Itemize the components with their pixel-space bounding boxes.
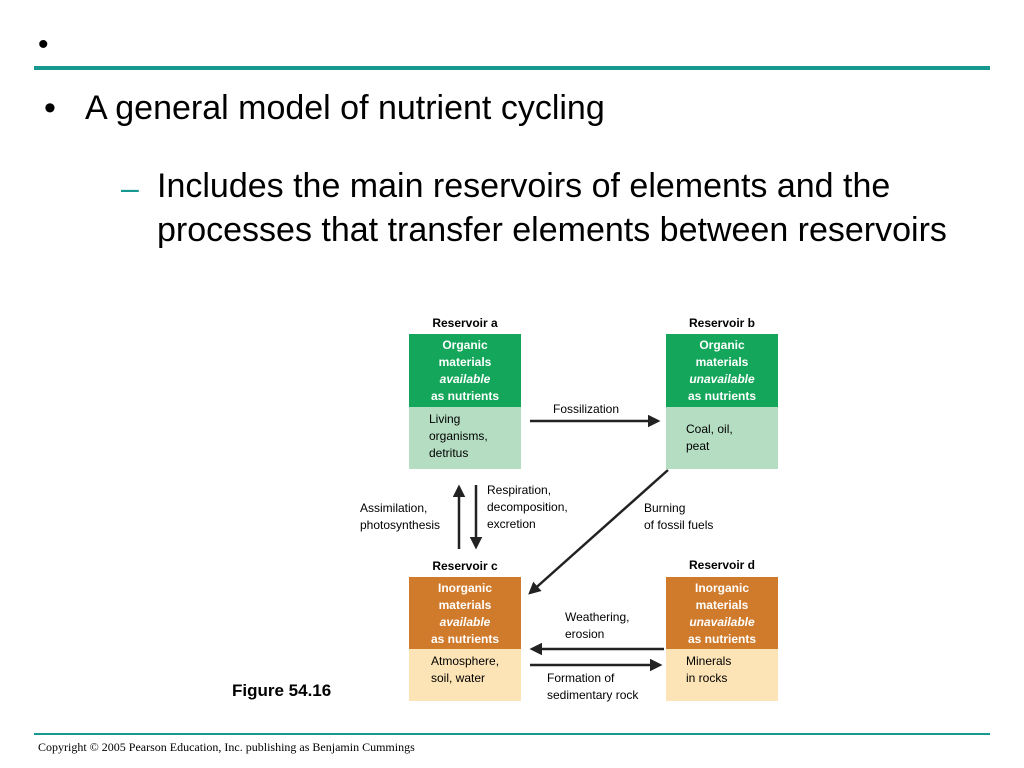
reservoir-c-examples: Atmosphere, soil, water bbox=[409, 649, 521, 701]
reservoir-d-line4: as nutrients bbox=[687, 632, 756, 646]
label-formation-line: sedimentary rock bbox=[547, 688, 639, 702]
copyright-notice: Copyright © 2005 Pearson Education, Inc.… bbox=[38, 740, 415, 754]
sub-bullet-marker: – bbox=[121, 170, 139, 206]
reservoir-a-examples: Living organisms, detritus bbox=[409, 407, 521, 469]
reservoir-a-example: detritus bbox=[429, 446, 469, 460]
reservoir-c-example: Atmosphere, bbox=[431, 654, 500, 668]
reservoir-c-box: Inorganic materials available as nutrien… bbox=[409, 577, 521, 701]
reservoir-b-example: peat bbox=[686, 439, 710, 453]
arrow-burning bbox=[528, 469, 669, 595]
label-assimilation-line: Assimilation, bbox=[360, 501, 428, 515]
reservoir-c-line4: as nutrients bbox=[430, 632, 499, 646]
reservoir-b-line3: unavailable bbox=[689, 372, 755, 386]
reservoir-a-line3: available bbox=[439, 372, 491, 386]
label-burning: Burning of fossil fuels bbox=[644, 500, 713, 534]
reservoir-c-title: Reservoir c bbox=[432, 559, 498, 573]
reservoir-d-box: Inorganic materials unavailable as nutri… bbox=[666, 577, 778, 701]
reservoir-c-line1: Inorganic bbox=[437, 581, 492, 595]
label-assimilation: Assimilation, photosynthesis bbox=[360, 500, 440, 534]
top-bullet: • bbox=[38, 28, 49, 61]
reservoir-a-line1: Organic bbox=[442, 338, 488, 352]
sub-bullet-text: Includes the main reservoirs of elements… bbox=[157, 167, 947, 249]
reservoir-b-examples: Coal, oil, peat bbox=[666, 407, 778, 469]
label-burning-line: Burning bbox=[644, 501, 686, 515]
label-weathering-line: Weathering, bbox=[565, 610, 630, 624]
label-assimilation-line: photosynthesis bbox=[360, 518, 441, 532]
label-burning-line: of fossil fuels bbox=[644, 518, 714, 532]
label-formation-line: Formation of bbox=[547, 671, 615, 685]
label-respiration-line: Respiration, bbox=[487, 483, 552, 497]
top-divider bbox=[34, 66, 990, 70]
reservoir-d-example: in rocks bbox=[686, 671, 728, 685]
reservoir-c-header: Inorganic materials available as nutrien… bbox=[409, 577, 521, 649]
reservoir-d-title: Reservoir d bbox=[688, 558, 756, 572]
reservoir-b-line1: Organic bbox=[699, 338, 745, 352]
reservoir-b-box: Organic materials unavailable as nutrien… bbox=[666, 334, 778, 469]
reservoir-c-line2: materials bbox=[438, 598, 492, 612]
reservoir-c-example: soil, water bbox=[431, 671, 486, 685]
label-respiration: Respiration, decomposition, excretion bbox=[487, 482, 568, 533]
reservoir-d-header: Inorganic materials unavailable as nutri… bbox=[666, 577, 778, 649]
main-bullet-text: A general model of nutrient cycling bbox=[85, 89, 605, 127]
reservoir-a-box: Organic materials available as nutrients… bbox=[409, 334, 521, 469]
reservoir-b-line2: materials bbox=[695, 355, 749, 369]
reservoir-c-line3: available bbox=[439, 615, 491, 629]
reservoir-d-examples: Minerals in rocks bbox=[666, 649, 778, 701]
bottom-divider bbox=[34, 733, 990, 735]
reservoir-b-example: Coal, oil, bbox=[686, 422, 733, 436]
label-weathering-line: erosion bbox=[565, 627, 605, 641]
bullet-marker: • bbox=[44, 89, 56, 127]
reservoir-d-line2: materials bbox=[695, 598, 749, 612]
reservoir-b-title: Reservoir b bbox=[688, 316, 756, 330]
label-formation: Formation of sedimentary rock bbox=[547, 670, 638, 704]
reservoir-a-title: Reservoir a bbox=[432, 316, 498, 330]
label-fossilization-line: Fossilization bbox=[553, 402, 620, 416]
reservoir-d-line3: unavailable bbox=[689, 615, 755, 629]
label-weathering: Weathering, erosion bbox=[565, 609, 629, 643]
reservoir-d-line1: Inorganic bbox=[694, 581, 749, 595]
label-respiration-line: decomposition, bbox=[487, 500, 568, 514]
reservoir-a-example: organisms, bbox=[429, 429, 488, 443]
label-respiration-line: excretion bbox=[487, 517, 536, 531]
reservoir-a-header: Organic materials available as nutrients bbox=[409, 334, 521, 407]
reservoir-a-line4: as nutrients bbox=[430, 389, 499, 403]
label-fossilization: Fossilization bbox=[553, 401, 619, 418]
reservoir-a-example: Living bbox=[429, 412, 461, 426]
reservoir-b-line4: as nutrients bbox=[687, 389, 756, 403]
reservoir-d-example: Minerals bbox=[686, 654, 732, 668]
reservoir-b-header: Organic materials unavailable as nutrien… bbox=[666, 334, 778, 407]
figure-label: Figure 54.16 bbox=[232, 681, 332, 700]
reservoir-a-line2: materials bbox=[438, 355, 492, 369]
